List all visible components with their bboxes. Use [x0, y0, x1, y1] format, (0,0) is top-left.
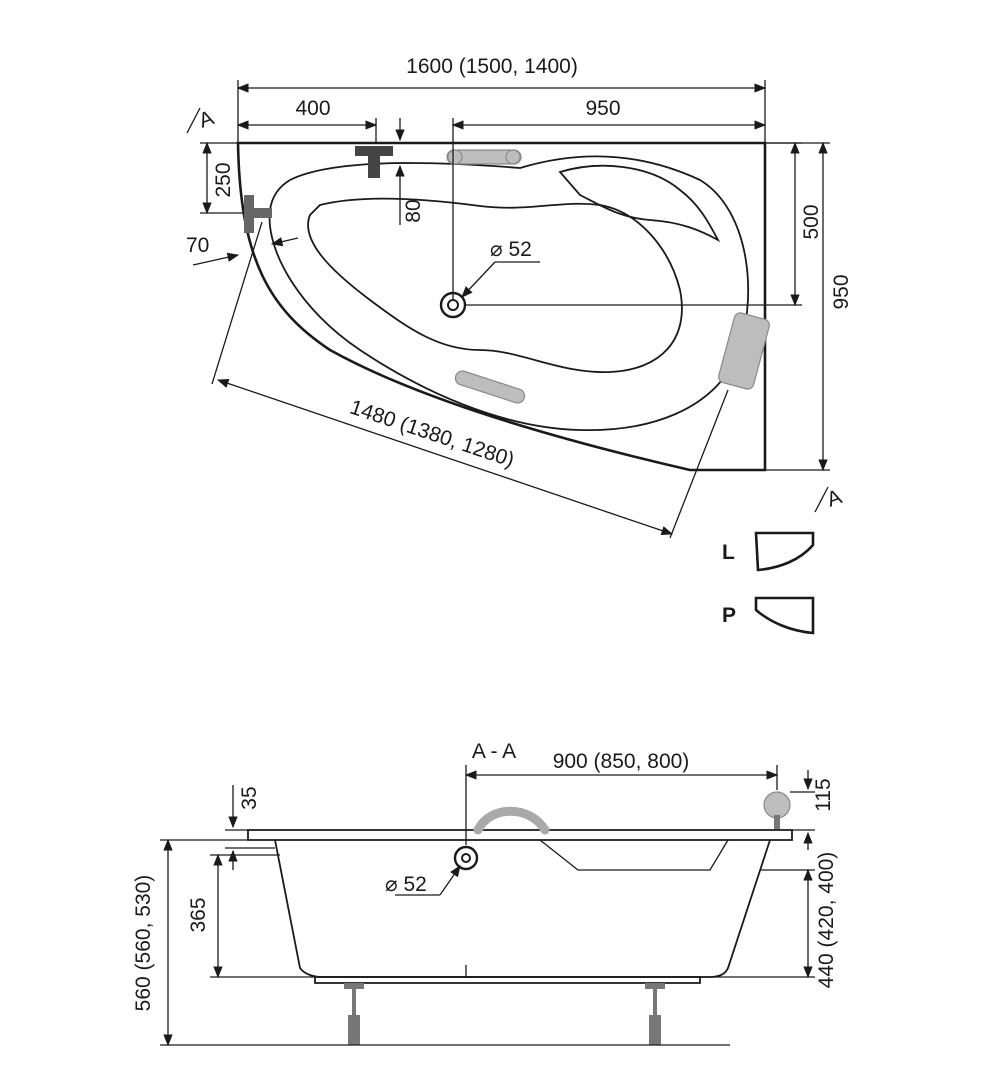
dim-950-horizontal: 950 [585, 97, 620, 120]
dim-overall-length: 1600 (1500, 1400) [406, 55, 578, 78]
variant-left: L [722, 531, 815, 572]
section-drain-icon [453, 845, 479, 871]
dim-70: 70 [186, 234, 209, 257]
tub-outline [236, 141, 767, 472]
section-view: A - A 900 (850, 800) 35 115 ⌀ 52 365 560… [132, 740, 838, 1047]
dim-80: 80 [402, 199, 425, 222]
overflow-icon [244, 195, 272, 233]
section-mark-top: A [196, 106, 217, 132]
tub-headrest-contour [558, 164, 721, 243]
variant-left-label: L [722, 541, 735, 564]
variant-right: P [722, 596, 815, 635]
headrest-pillow [718, 312, 770, 390]
top-view: 1600 (1500, 1400) 400 950 A 250 80 70 ⌀ … [186, 55, 853, 539]
dim-115: 115 [812, 778, 835, 811]
handle-top [446, 149, 522, 165]
dim-diagonal: 1480 (1380, 1280) [347, 396, 517, 472]
dim-950-vertical: 950 [830, 274, 853, 309]
handle-bottom [454, 370, 526, 404]
section-body [274, 839, 771, 978]
section-mark-bottom: A [824, 485, 845, 511]
variant-right-label: P [722, 604, 736, 627]
tub-basin [307, 197, 683, 373]
dim-250: 250 [212, 162, 235, 197]
support-leg-left [344, 983, 364, 1045]
section-headrest [763, 791, 791, 829]
section-label: A - A [472, 740, 516, 763]
dim-365: 365 [187, 897, 210, 932]
support-leg-right [645, 983, 665, 1045]
faucet-icon [355, 146, 393, 178]
variant-left-icon [754, 531, 815, 572]
dim-560: 560 (560, 530) [132, 875, 155, 1012]
dim-35: 35 [238, 786, 261, 809]
section-base [314, 976, 701, 984]
tub-rim [268, 155, 750, 431]
dim-400: 400 [295, 97, 330, 120]
variant-right-icon [754, 596, 815, 635]
dim-900: 900 (850, 800) [553, 750, 690, 773]
drain-label-section: ⌀ 52 [385, 873, 427, 896]
dim-440: 440 (420, 400) [815, 852, 838, 989]
dim-500: 500 [800, 204, 823, 239]
section-handle [473, 806, 550, 835]
section-seat [539, 839, 729, 871]
drain-label-top: ⌀ 52 [490, 238, 532, 261]
section-rim [247, 829, 793, 841]
